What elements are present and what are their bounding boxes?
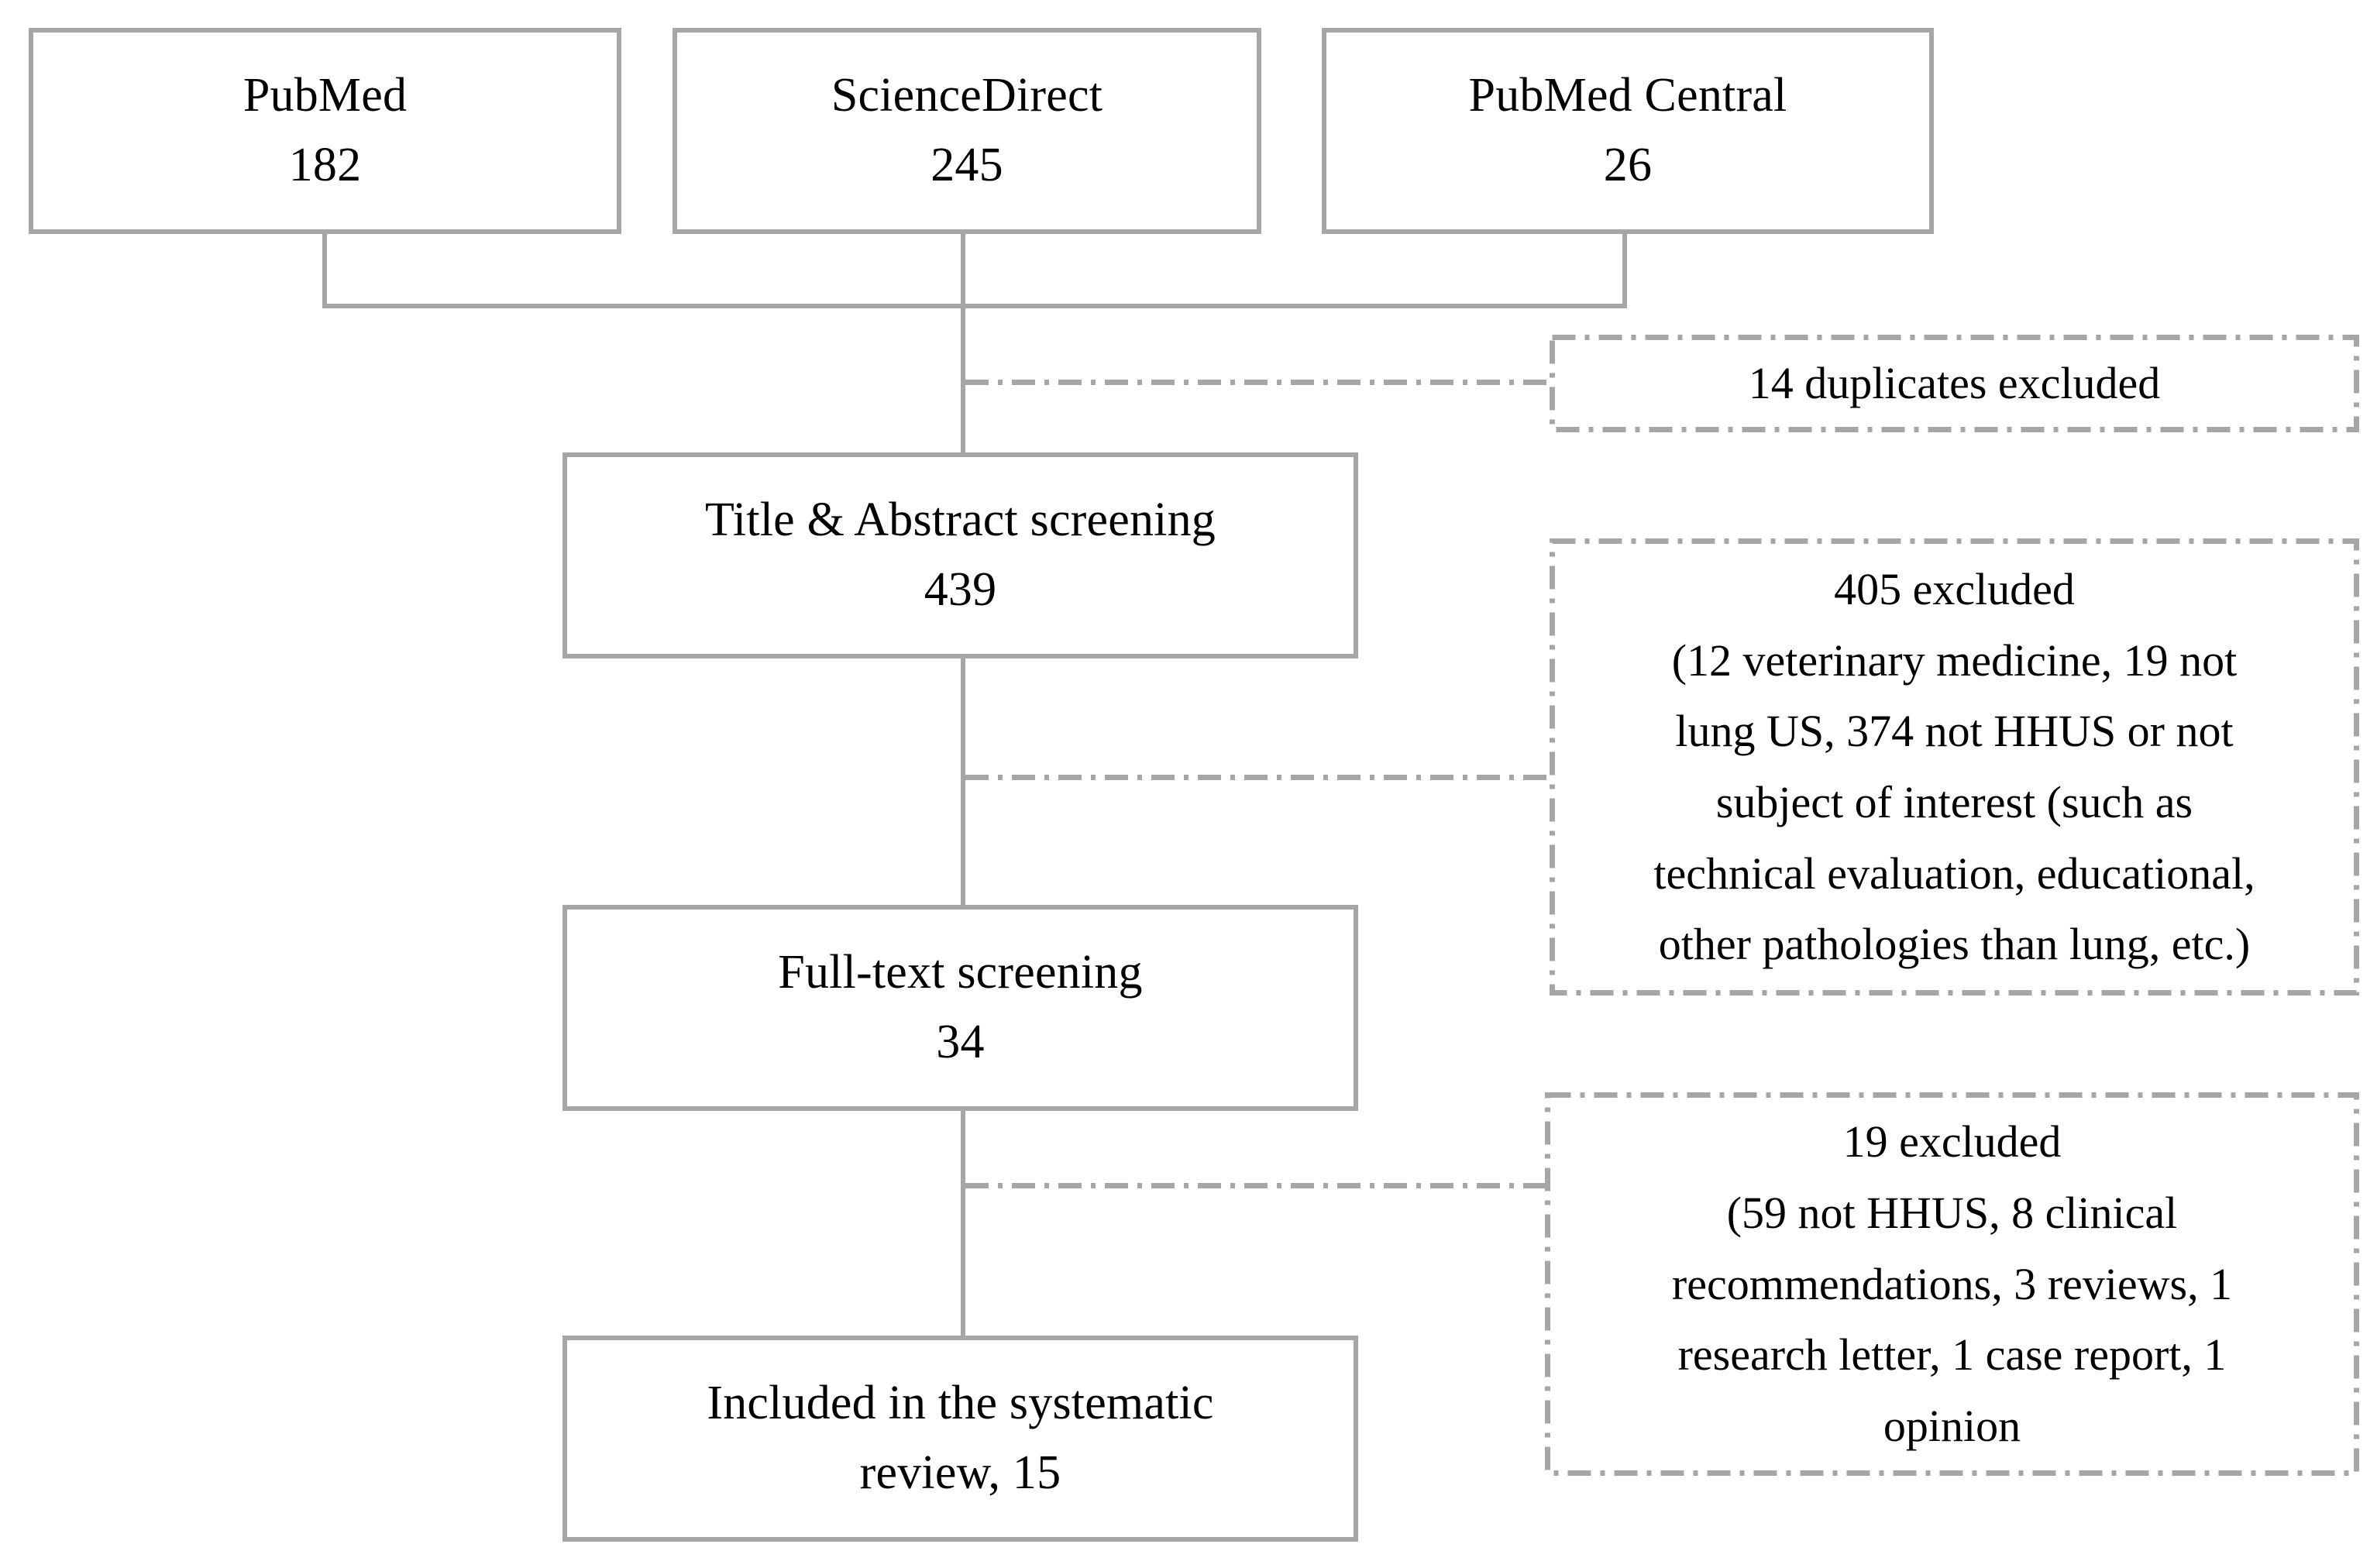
- exclusion-text-full-text: 19 excluded (59 not HHUS, 8 clinical rec…: [1565, 1106, 2339, 1461]
- source-name-pubmed-central: PubMed Central: [1468, 69, 1787, 122]
- source-count-sciencedirect: 245: [931, 139, 1003, 191]
- connector-full-text-to-included: [961, 1111, 965, 1336]
- included-line-2: review, 15: [859, 1446, 1061, 1499]
- connector-merge-to-title-abstract: [961, 304, 965, 456]
- exclusion-box-title-abstract: 405 excluded (12 veterinary medicine, 19…: [1550, 538, 2359, 995]
- source-box-sciencedirect: ScienceDirect 245: [673, 28, 1261, 234]
- source-count-pubmed-central: 26: [1603, 139, 1653, 191]
- connector-pubmed-drop: [322, 234, 327, 308]
- leader-duplicates: [965, 380, 1551, 385]
- stage-count-full-text: 34: [936, 1016, 985, 1068]
- result-box-included: Included in the systematic review, 15: [562, 1336, 1358, 1542]
- connector-sciencedirect-drop: [961, 234, 965, 308]
- source-count-pubmed: 182: [288, 139, 362, 191]
- leader-title-abstract-excluded: [965, 775, 1551, 780]
- source-box-pubmed: PubMed 182: [29, 28, 621, 234]
- exclusion-line: (59 not HHUS, 8 clinical: [1726, 1188, 2178, 1239]
- exclusion-box-full-text: 19 excluded (59 not HHUS, 8 clinical rec…: [1545, 1092, 2359, 1476]
- stage-name-full-text: Full-text screening: [778, 946, 1143, 999]
- stage-count-title-abstract: 439: [924, 563, 997, 616]
- exclusion-line: 19 excluded: [1842, 1116, 2062, 1167]
- exclusion-line: opinion: [1883, 1400, 2021, 1451]
- exclusion-box-duplicates: 14 duplicates excluded: [1550, 335, 2359, 432]
- exclusion-line: 14 duplicates excluded: [1748, 358, 2161, 409]
- exclusion-line: subject of interest (such as: [1715, 777, 2193, 827]
- source-box-pubmed-central: PubMed Central 26: [1322, 28, 1934, 234]
- connector-title-abstract-to-full-text: [961, 658, 965, 905]
- stage-name-title-abstract: Title & Abstract screening: [705, 493, 1216, 547]
- exclusion-line: lung US, 374 not HHUS or not: [1675, 706, 2234, 757]
- stage-box-title-abstract-screening: Title & Abstract screening 439: [562, 452, 1358, 658]
- source-name-sciencedirect: ScienceDirect: [831, 69, 1103, 122]
- exclusion-line: research letter, 1 case report, 1: [1677, 1329, 2227, 1381]
- connector-pubmed-central-drop: [1622, 234, 1627, 308]
- exclusion-text-title-abstract: 405 excluded (12 veterinary medicine, 19…: [1570, 554, 2339, 980]
- exclusion-line: technical evaluation, educational,: [1653, 848, 2255, 899]
- exclusion-line: other pathologies than lung, etc.): [1658, 919, 2251, 970]
- exclusion-line: 405 excluded: [1834, 564, 2075, 615]
- stage-box-full-text-screening: Full-text screening 34: [562, 905, 1358, 1111]
- connector-merge-bar: [322, 304, 1627, 308]
- included-line-1: Included in the systematic: [707, 1377, 1214, 1430]
- exclusion-line: (12 veterinary medicine, 19 not: [1671, 634, 2238, 686]
- leader-full-text-excluded: [965, 1183, 1546, 1188]
- exclusion-text-duplicates: 14 duplicates excluded: [1570, 348, 2339, 419]
- source-name-pubmed: PubMed: [243, 69, 408, 122]
- exclusion-line: recommendations, 3 reviews, 1: [1671, 1258, 2233, 1309]
